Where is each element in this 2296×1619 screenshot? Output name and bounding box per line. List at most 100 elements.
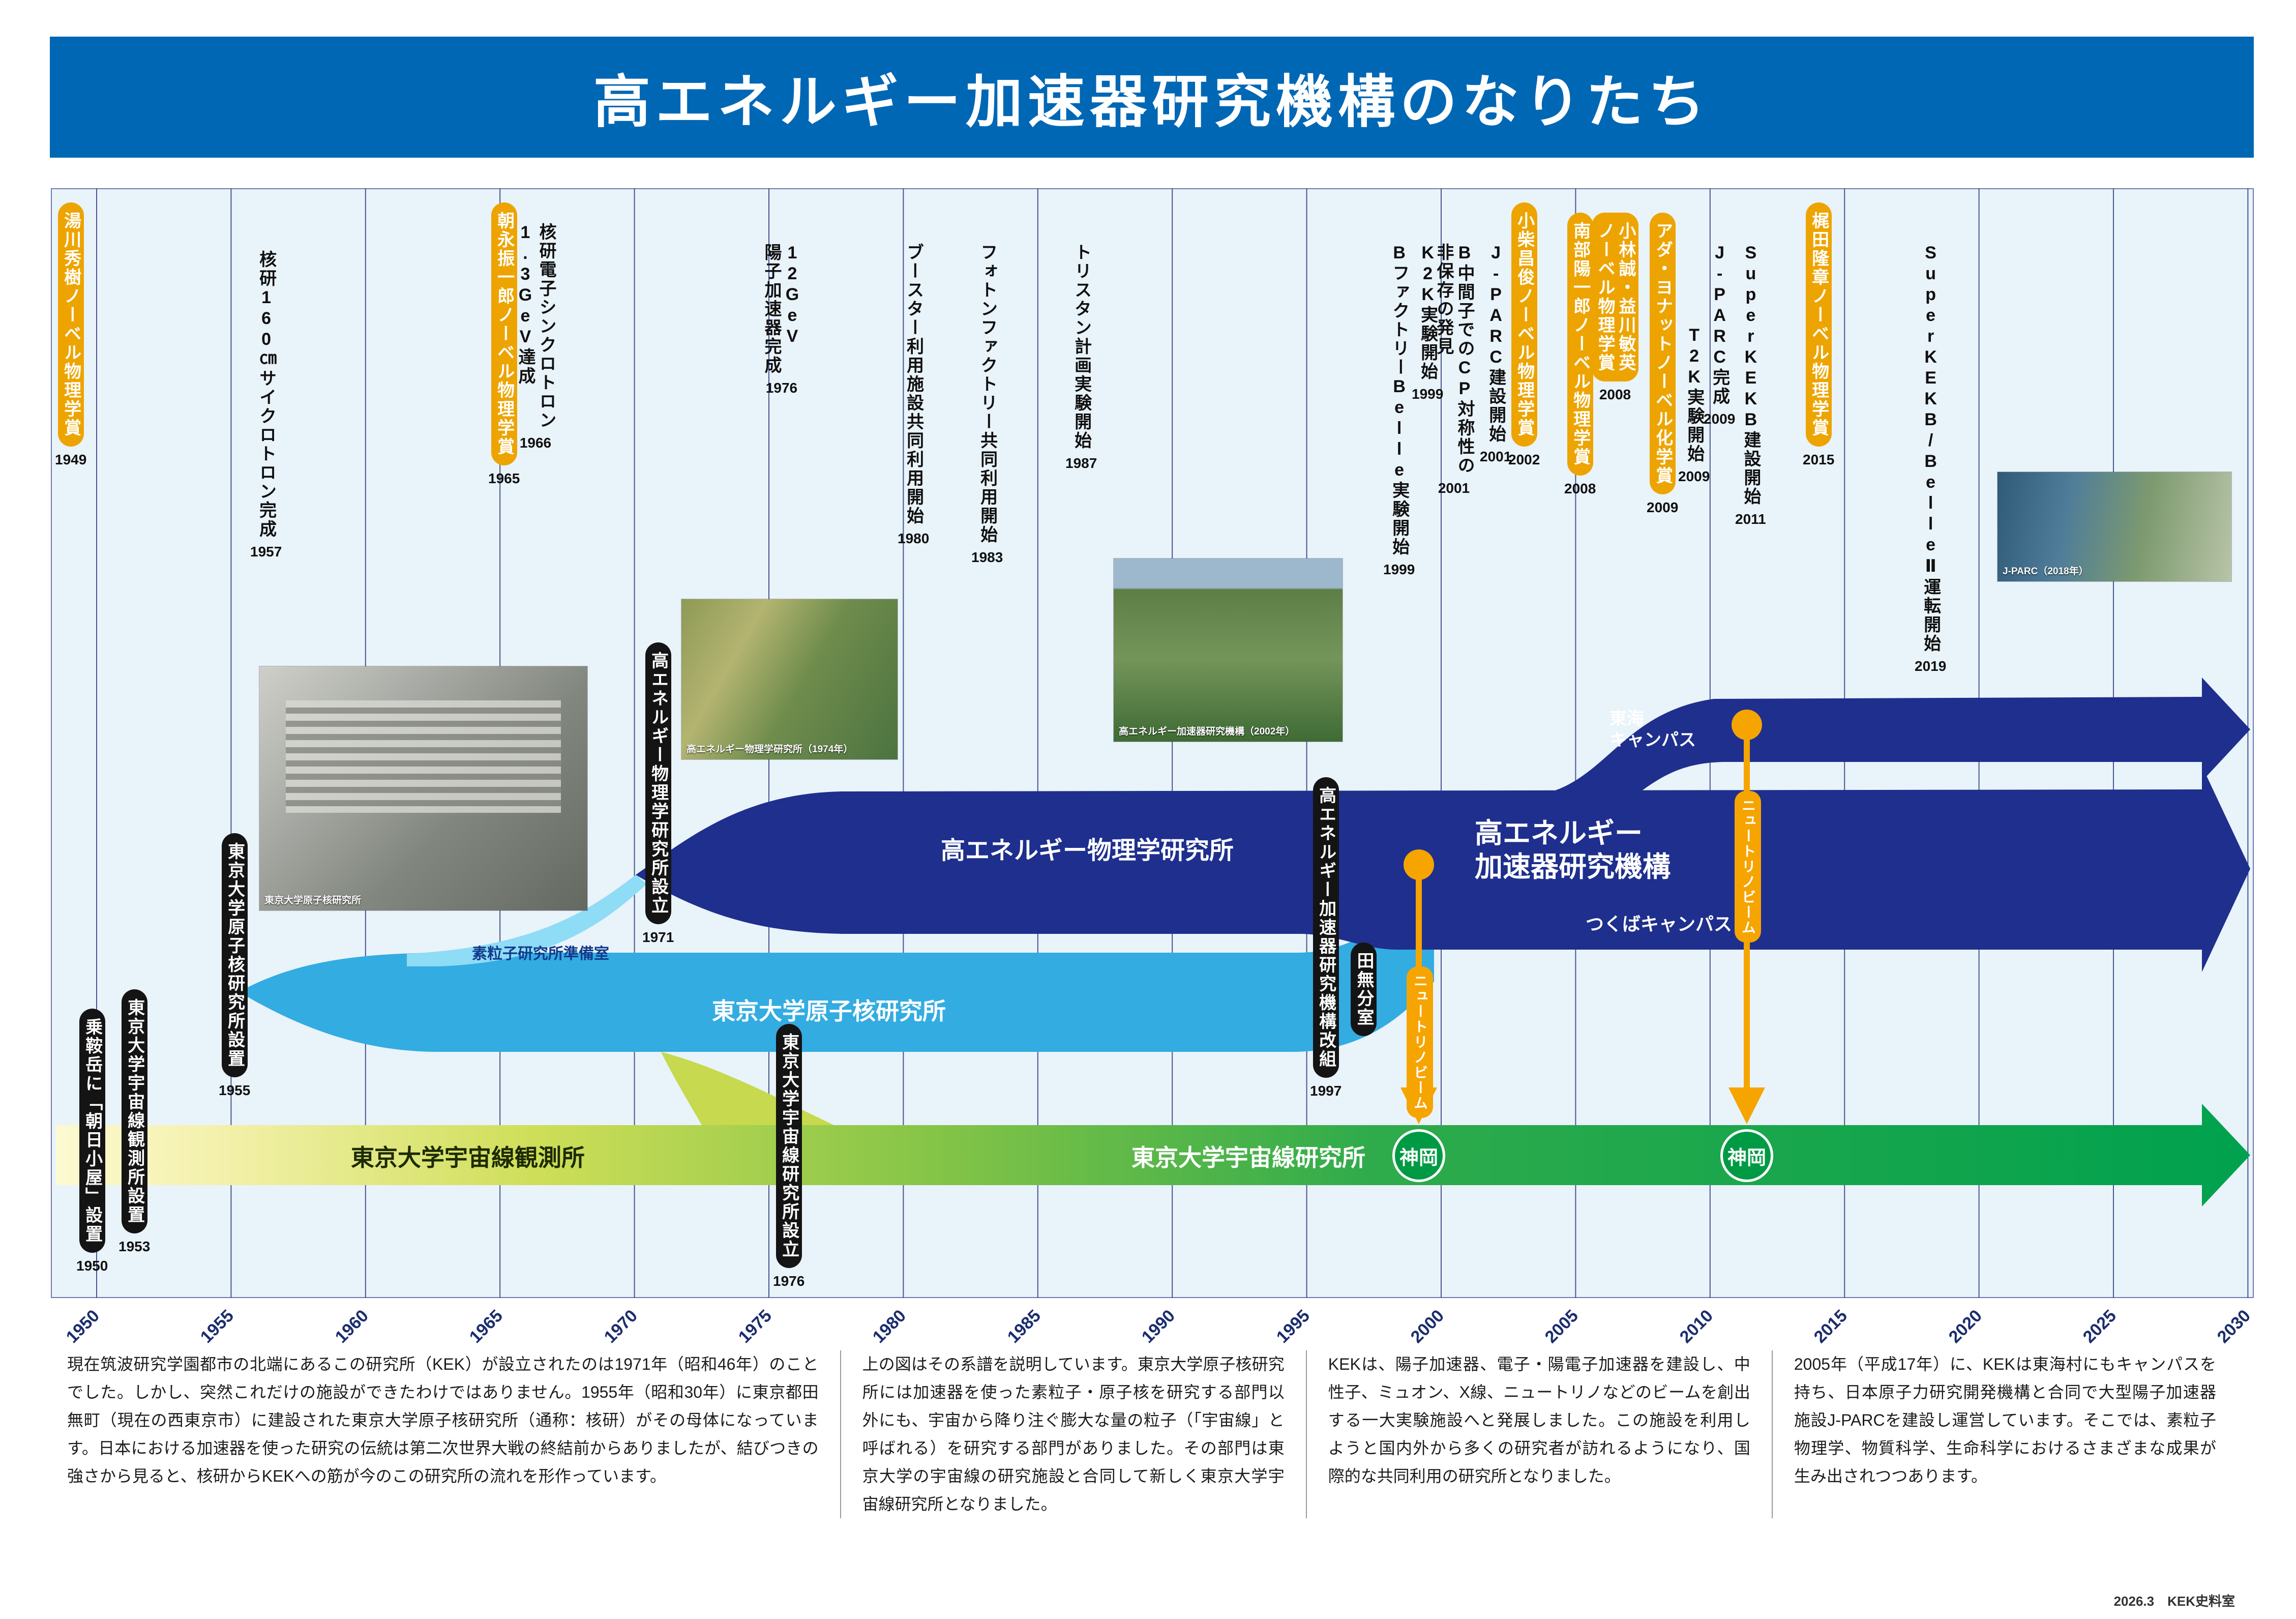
- event-year: 1965: [488, 470, 520, 486]
- timeline-event-tomonaga-nobel: 朝永振一郎ノーベル物理学賞 1965: [488, 202, 520, 487]
- cosmic-merge-wedge: [661, 1052, 834, 1125]
- event-label: 核研電子シンクロトロン 1.3GeV達成: [516, 223, 556, 430]
- photo-caption: J-PARC（2018年）: [2003, 566, 2089, 577]
- event-label: T2K実験開始: [1684, 326, 1704, 463]
- event-label: ブースター利用施設共同利用開始: [904, 243, 923, 525]
- prep-office-label: 素粒子研究所準備室: [472, 946, 609, 962]
- nuclear-institute-label: 東京大学原子核研究所: [712, 998, 946, 1024]
- event-year: 1980: [898, 531, 930, 546]
- timeline-event-k2k: K2K実験開始 1999: [1412, 243, 1443, 402]
- event-label: K2K実験開始: [1418, 243, 1438, 381]
- event-year: 2019: [1915, 658, 1947, 674]
- event-label: SuperKEKB建設開始: [1741, 243, 1761, 506]
- event-year: 1966: [519, 435, 552, 451]
- event-year: 1953: [118, 1239, 151, 1254]
- event-label: 梶田隆章ノーベル物理学賞: [1805, 202, 1832, 447]
- photo-caption: 東京大学原子核研究所: [264, 895, 362, 906]
- timeline-event-jparc-complete: J-PARC完成 2009: [1704, 243, 1735, 427]
- event-label: トリスタン計画実験開始: [1071, 243, 1091, 450]
- event-year: 2002: [1508, 452, 1540, 467]
- event-label: 東京大学宇宙線観測所設置: [121, 989, 147, 1233]
- photo-jparc-2018: J-PARC（2018年）: [1997, 472, 2231, 581]
- title-bar: 高エネルギー加速器研究機構のなりたち: [50, 37, 2254, 158]
- event-year: 2001: [1480, 449, 1512, 464]
- event-label: 田無分室: [1351, 943, 1377, 1036]
- event-year: 2008: [1564, 481, 1596, 496]
- timeline-event-yonath-nobel: アダ・ヨナットノーベル化学賞 2009: [1647, 213, 1678, 516]
- timeline-event-nucl-inst-founded: 東京大学原子核研究所設置 1955: [219, 833, 250, 1099]
- photo-caption: 高エネルギー物理学研究所（1974年）: [687, 744, 853, 755]
- timeline-event-kek-founded: 高エネルギー物理学研究所設立 1971: [642, 642, 674, 946]
- timeline-event-cp-violation: B中間子でのCP対称性の 非保存の発見 2001: [1433, 243, 1475, 496]
- kamioka-node-k2k: 神岡: [1392, 1129, 1445, 1182]
- timeline-event-photon-factory: フォトンファクトリー共同利用開始 1983: [971, 243, 1003, 566]
- event-label: 南部陽一郎ノーベル物理学賞: [1567, 213, 1593, 476]
- event-label: J-PARC建設開始: [1486, 243, 1506, 444]
- event-year: 1987: [1065, 455, 1097, 471]
- event-year: 2009: [1647, 499, 1679, 515]
- timeline-event-t2k: T2K実験開始 2009: [1678, 326, 1710, 485]
- cosmic-ray-ribbon: [56, 1104, 2250, 1206]
- kamioka-node-t2k: 神岡: [1720, 1129, 1773, 1182]
- event-year: 2009: [1704, 411, 1736, 427]
- timeline-event-kajita-nobel: 梶田隆章ノーベル物理学賞 2015: [1803, 202, 1834, 468]
- photo-nuclear-institute: 東京大学原子核研究所: [259, 666, 587, 910]
- event-year: 1983: [971, 549, 1003, 565]
- timeline-event-cosmic-obs-founded: 東京大学宇宙線観測所設置 1953: [118, 989, 150, 1255]
- timeline-event-kek-reorganized: 高エネルギー加速器研究機構改組 1997: [1310, 777, 1341, 1099]
- event-label: 核研160㎝サイクロトロン完成: [256, 250, 276, 539]
- nuclear-institute-ribbon: [239, 898, 1434, 1052]
- event-year: 1976: [765, 380, 798, 396]
- event-year: 2015: [1803, 452, 1835, 467]
- neutrino-beam-label-t2k: ニュートリノビーム: [1735, 791, 1761, 943]
- event-label: B中間子でのCP対称性の 非保存の発見: [1434, 243, 1474, 475]
- timeline-event-koshiba-nobel: 小柴昌俊ノーベル物理学賞 2002: [1508, 202, 1540, 468]
- timeline-event-jparc-construction: J-PARC建設開始 2001: [1480, 243, 1511, 465]
- footer-column-1: 現在筑波研究学園都市の北端にあるこの研究所（KEK）が設立されたのは1971年（…: [67, 1355, 819, 1486]
- timeline-event-nambu-nobel: 南部陽一郎ノーベル物理学賞 2008: [1564, 213, 1596, 497]
- page-title: 高エネルギー加速器研究機構のなりたち: [593, 70, 1710, 134]
- tsukuba-campus-label: つくばキャンパス: [1586, 914, 1733, 934]
- photo-kek-1974: 高エネルギー物理学研究所（1974年）: [681, 599, 898, 759]
- event-year: 1949: [55, 452, 87, 467]
- event-label: アダ・ヨナットノーベル化学賞: [1649, 213, 1676, 494]
- event-year: 1971: [642, 929, 674, 945]
- credit: 2026.3 KEK史料室: [2113, 1594, 2235, 1609]
- prep-office-strip: [407, 875, 647, 966]
- footer-column-2: 上の図はその系譜を説明しています。東京大学原子核研究所には加速器を使った素粒子・…: [840, 1350, 1306, 1519]
- event-label: 朝永振一郎ノーベル物理学賞: [491, 202, 517, 465]
- event-label: J-PARC完成: [1710, 243, 1730, 406]
- footer-column-4: 2005年（平成17年）に、KEKは東海村にもキャンパスを持ち、日本原子力研究開…: [1771, 1350, 2238, 1519]
- event-year: 2009: [1678, 468, 1710, 484]
- event-label: フォトンファクトリー共同利用開始: [977, 243, 997, 544]
- event-year: 2001: [1438, 480, 1470, 496]
- event-label: 高エネルギー物理学研究所設立: [645, 642, 671, 924]
- tokai-campus-label: 東海 キャンパス: [1609, 709, 1696, 750]
- event-year: 1957: [250, 544, 282, 560]
- photo-caption: 高エネルギー加速器研究機構（2002年）: [1119, 726, 1295, 737]
- event-label: 高エネルギー加速器研究機構改組: [1313, 777, 1339, 1078]
- event-label: 東京大学原子核研究所設置: [221, 833, 248, 1077]
- event-year: 1955: [219, 1082, 251, 1098]
- cosmic-institute-label: 東京大学宇宙線研究所: [1131, 1144, 1365, 1171]
- event-label: BファクトリーBelle実験開始: [1389, 243, 1409, 556]
- kek-physics-label: 高エネルギー物理学研究所: [941, 837, 1234, 864]
- neutrino-beam-label-k2k: ニュートリノビーム: [1407, 966, 1433, 1118]
- kek-organization-label: 高エネルギー 加速器研究機構: [1475, 817, 1671, 882]
- event-year: 1999: [1412, 386, 1444, 402]
- timeline-event-tristan: トリスタン計画実験開始 1987: [1065, 243, 1097, 472]
- timeline-event-synchrotron: 核研電子シンクロトロン 1.3GeV達成 1966: [515, 223, 556, 451]
- event-year: 1976: [773, 1273, 805, 1289]
- event-year: 2011: [1735, 511, 1766, 527]
- event-label: SuperKEKB/BelleⅡ運転開始: [1921, 243, 1941, 653]
- event-year: 1997: [1310, 1083, 1342, 1099]
- event-label: 小柴昌俊ノーベル物理学賞: [1511, 202, 1537, 447]
- event-year: 2008: [1599, 387, 1631, 402]
- timeline-diagram: [56, 188, 2250, 1298]
